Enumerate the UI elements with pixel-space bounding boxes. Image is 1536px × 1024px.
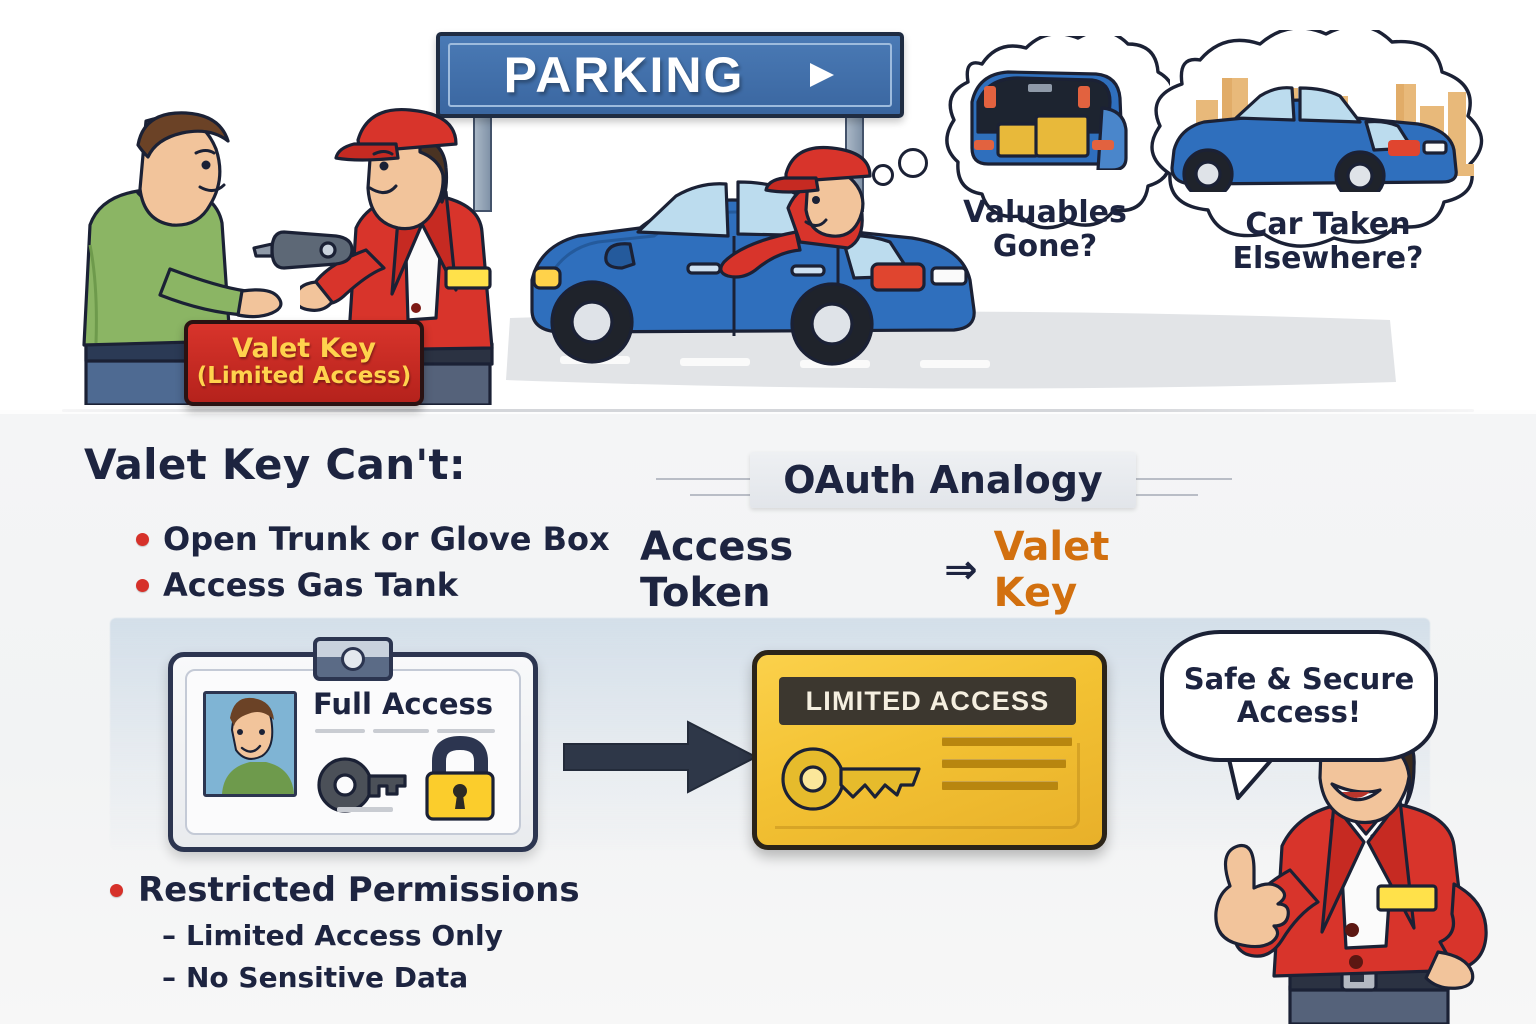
badge-clip-icon — [313, 637, 393, 681]
blue-sedan-with-driver — [530, 145, 976, 366]
speech-bubble: Safe & Secure Access! — [1160, 630, 1438, 762]
valet-key-banner: Valet Key (Limited Access) — [184, 320, 424, 406]
bullet-dot-icon — [110, 883, 123, 897]
card-decorative-lines — [942, 737, 1072, 803]
oauth-analogy-label: OAuth Analogy — [783, 458, 1103, 502]
oauth-rule-left-top — [656, 478, 754, 480]
permissions-head-label: Restricted Permissions — [138, 870, 580, 910]
permissions-sub-label: No Sensitive Data — [186, 961, 469, 994]
section-divider — [62, 409, 1474, 412]
valet-key-banner-line1: Valet Key — [232, 333, 376, 365]
badge-decorative-lines — [315, 729, 495, 733]
badge-title: Full Access — [313, 687, 494, 721]
cant-list: Open Trunk or Glove Box Access Gas Tank — [96, 520, 610, 612]
oauth-equation-right: Valet Key — [993, 524, 1110, 616]
limited-access-band: LIMITED ACCESS — [779, 677, 1076, 725]
car-in-city-icon — [1170, 78, 1474, 192]
valet-key-banner-line2: (Limited Access) — [196, 363, 412, 390]
full-access-badge: Full Access — [168, 637, 538, 852]
thought-bubble-valuables-text: Valuables Gone? — [963, 195, 1127, 264]
permissions-sub-label: Limited Access Only — [186, 919, 503, 952]
key-icon — [317, 757, 407, 813]
oauth-analogy-header: OAuth Analogy — [750, 452, 1136, 508]
car-key-fob-icon — [252, 230, 354, 270]
bullet-dot-icon — [136, 532, 149, 546]
double-arrow-icon: ⇒ — [944, 547, 978, 593]
oauth-rule-left-bottom — [690, 494, 754, 496]
limited-access-card: LIMITED ACCESS — [752, 650, 1107, 850]
oauth-equation-left: Access Token — [640, 524, 794, 616]
cant-title: Valet Key Can't: — [84, 440, 467, 489]
cant-item-label: Access Gas Tank — [163, 566, 459, 604]
parking-sign-label: PARKING — [503, 47, 745, 103]
bullet-dot-icon — [136, 578, 149, 592]
dash-icon: – — [162, 961, 176, 994]
thought-trail-dot-large — [898, 148, 928, 178]
lower-panel-top-edge — [62, 414, 1474, 438]
list-item: Access Gas Tank — [136, 566, 610, 604]
oauth-equation: Access Token ⇒ Valet Key — [640, 524, 1200, 616]
customer-figure — [82, 111, 283, 405]
cant-item-label: Open Trunk or Glove Box — [163, 520, 610, 558]
padlock-icon — [425, 735, 495, 821]
right-arrow-icon — [764, 63, 835, 87]
top-scene: PARKING — [0, 0, 1536, 410]
gold-key-icon — [781, 747, 921, 811]
thought-trail-dot-small — [872, 164, 894, 186]
person-photo-icon — [203, 691, 297, 797]
transition-arrow-icon — [563, 720, 759, 794]
list-item: Restricted Permissions — [110, 870, 580, 910]
thought-bubble-car-elsewhere-text: Car Taken Elsewhere? — [1232, 207, 1424, 276]
speech-bubble-text: Safe & Secure Access! — [1183, 661, 1415, 729]
list-item: –No Sensitive Data — [162, 957, 580, 999]
dash-icon: – — [162, 919, 176, 952]
list-item: Open Trunk or Glove Box — [136, 520, 610, 558]
oauth-rule-right-top — [1134, 478, 1232, 480]
open-trunk-with-luggage-icon — [970, 70, 1128, 170]
permissions-list: Restricted Permissions –Limited Access O… — [110, 870, 580, 999]
list-item: –Limited Access Only — [162, 915, 580, 957]
limited-access-label: LIMITED ACCESS — [805, 685, 1050, 716]
oauth-rule-right-bottom — [1134, 494, 1198, 496]
